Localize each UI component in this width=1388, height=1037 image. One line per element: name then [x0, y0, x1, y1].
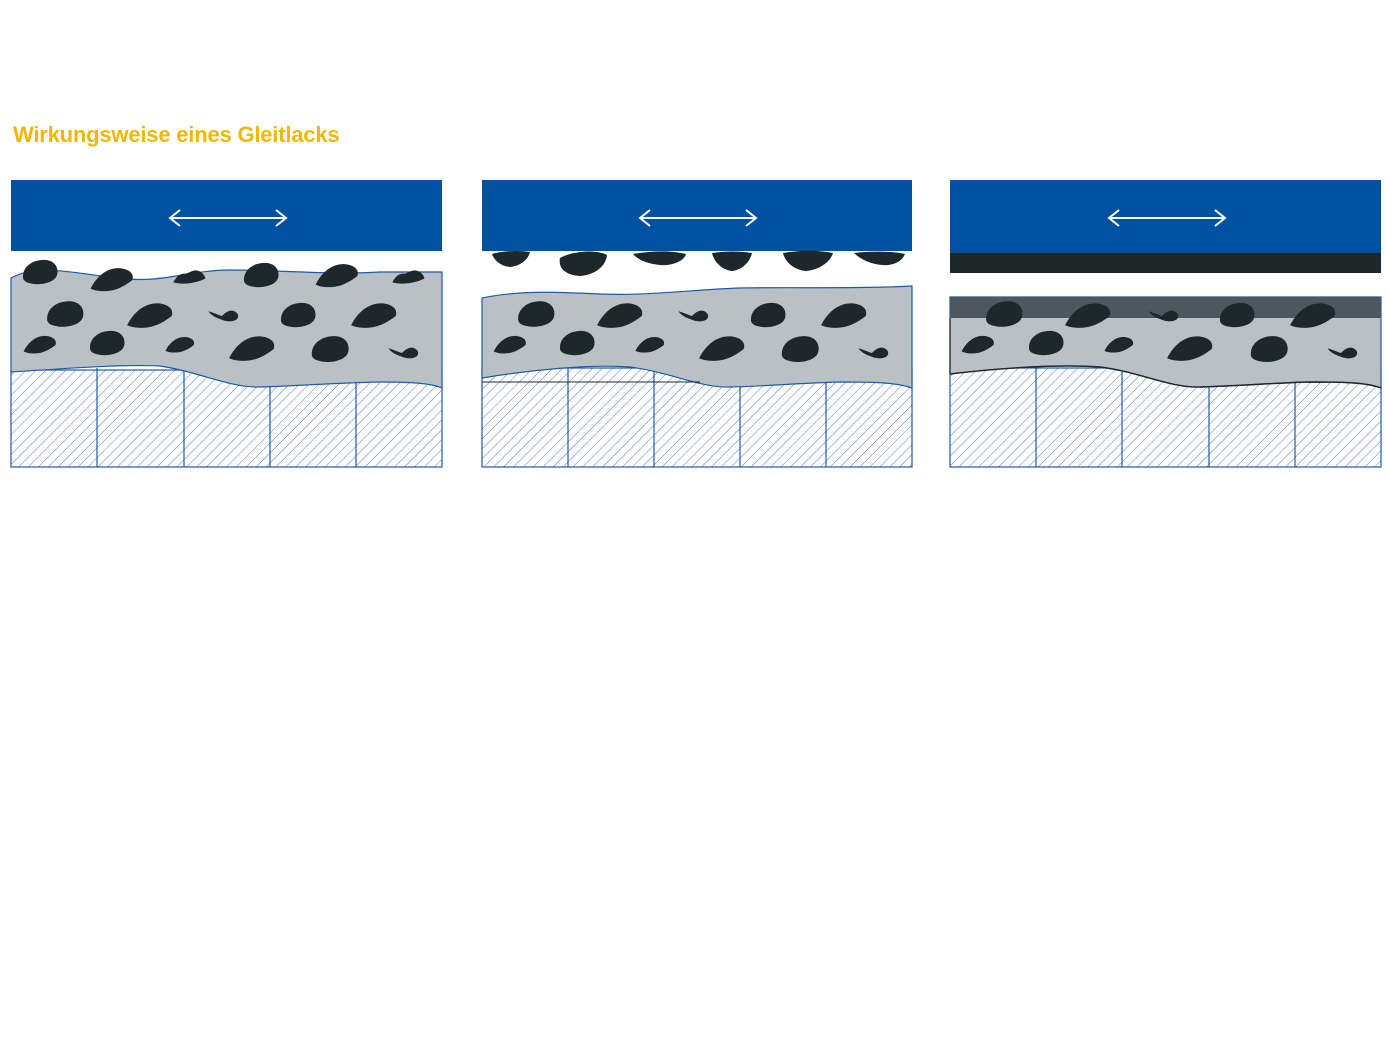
panel-3-transfer-film	[949, 180, 1382, 468]
slider-body	[482, 180, 912, 251]
substrate-dividers	[96, 368, 357, 467]
substrate-dividers	[1035, 368, 1296, 467]
coating-interface-line	[949, 365, 1382, 389]
panel-1-intact-coating	[10, 180, 443, 468]
lacquer-layer	[481, 285, 913, 389]
transfer-film-layer	[950, 253, 1381, 273]
double-arrow-icon	[1107, 209, 1227, 227]
substrate-base	[949, 367, 1382, 468]
slider-body	[950, 180, 1381, 253]
slider-body	[11, 180, 442, 251]
page-title: Wirkungsweise eines Gleitlacks	[13, 122, 340, 147]
panel-2-particle-transfer	[481, 180, 913, 468]
transferred-particles	[492, 250, 905, 276]
substrate-base	[481, 367, 913, 468]
double-arrow-icon	[638, 209, 758, 227]
worn-surface-layer	[950, 297, 1381, 318]
substrate-dividers	[567, 368, 827, 467]
substrate-base	[10, 369, 443, 468]
double-arrow-icon	[168, 209, 288, 227]
